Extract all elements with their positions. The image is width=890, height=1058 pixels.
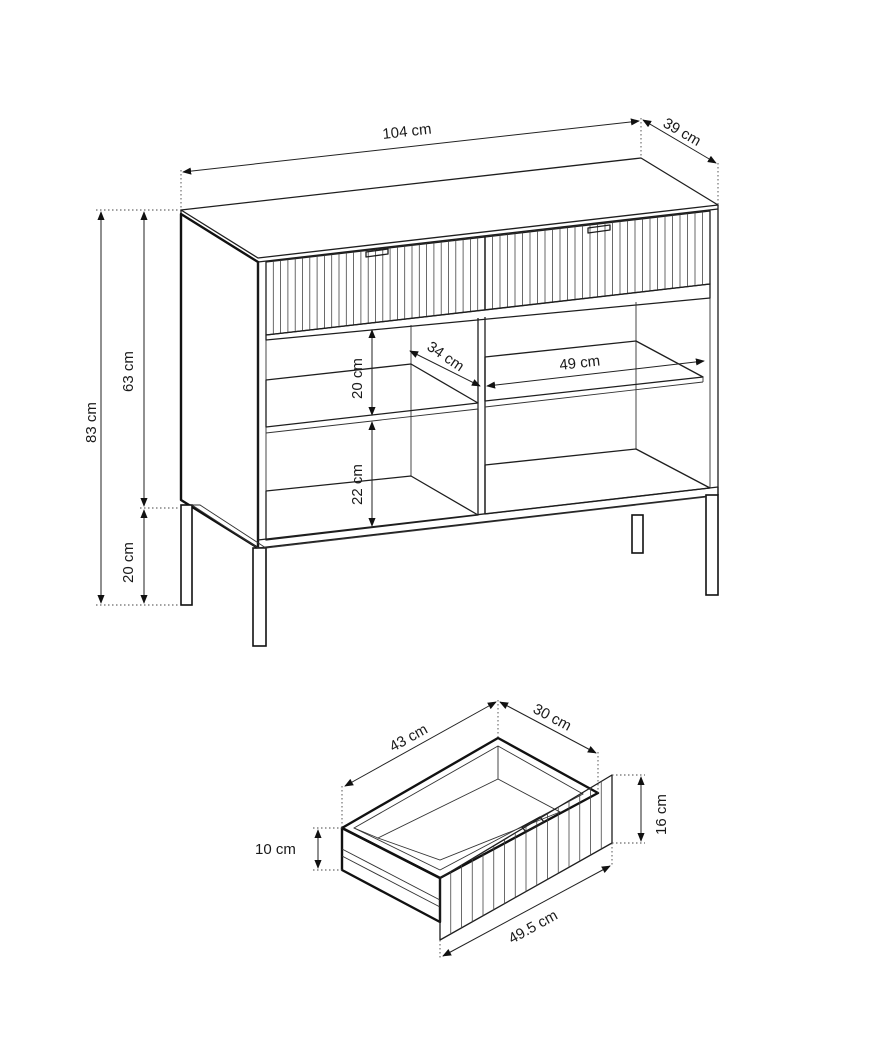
sideboard-drawing bbox=[179, 157, 719, 647]
back-right-leg bbox=[631, 514, 644, 554]
width-label: 104 cm bbox=[382, 121, 433, 143]
right-bottom-shelf bbox=[484, 448, 711, 515]
shelf-width-dimension-line bbox=[486, 358, 705, 389]
right-upper-shelf bbox=[484, 340, 704, 402]
total-height-label: 83 cm bbox=[83, 402, 100, 443]
base-rail bbox=[257, 486, 719, 549]
drawer-depth-dimension-line bbox=[499, 701, 597, 754]
drawer-dimensions: 43 cm 30 cm 16 cm 10 cm 49.5 cm bbox=[255, 700, 670, 958]
drawer-front-width-label: 49.5 cm bbox=[506, 907, 561, 948]
leg-height-label: 20 cm bbox=[120, 542, 137, 583]
back-left-leg bbox=[180, 504, 193, 606]
shelf-depth-dimension-line bbox=[409, 350, 481, 387]
depth-dimension-line bbox=[642, 119, 717, 164]
drawer-side-height-label: 10 cm bbox=[255, 841, 296, 858]
drawer-front-width-dimension-line bbox=[442, 865, 611, 957]
width-dimension-line bbox=[182, 118, 640, 175]
drawer-length-dimension-line bbox=[344, 701, 497, 787]
left-side-panel bbox=[179, 212, 260, 550]
sideboard-top bbox=[180, 157, 719, 259]
front-left-leg bbox=[252, 547, 267, 647]
drawer-front-height-label: 16 cm bbox=[653, 794, 670, 835]
drawer-drawing bbox=[340, 736, 613, 941]
drawer-box-rim bbox=[340, 736, 600, 880]
right-drawer-handle bbox=[587, 224, 611, 234]
front-right-leg bbox=[705, 494, 719, 596]
right-drawer-flutes bbox=[492, 211, 703, 310]
body-height-label: 63 cm bbox=[120, 351, 137, 392]
depth-label: 39 cm bbox=[660, 115, 704, 150]
drawer-handle bbox=[521, 816, 545, 833]
shelf-width-label: 49 cm bbox=[559, 352, 602, 374]
left-drawer-handle bbox=[365, 248, 389, 258]
left-drawer-flutes bbox=[272, 237, 479, 335]
shelf-depth-label: 34 cm bbox=[424, 338, 467, 375]
lower-gap-label: 22 cm bbox=[349, 464, 366, 505]
drawer-inner-bottom bbox=[376, 778, 562, 861]
left-bottom-shelf bbox=[265, 475, 479, 541]
upper-gap-label: 20 cm bbox=[349, 358, 366, 399]
